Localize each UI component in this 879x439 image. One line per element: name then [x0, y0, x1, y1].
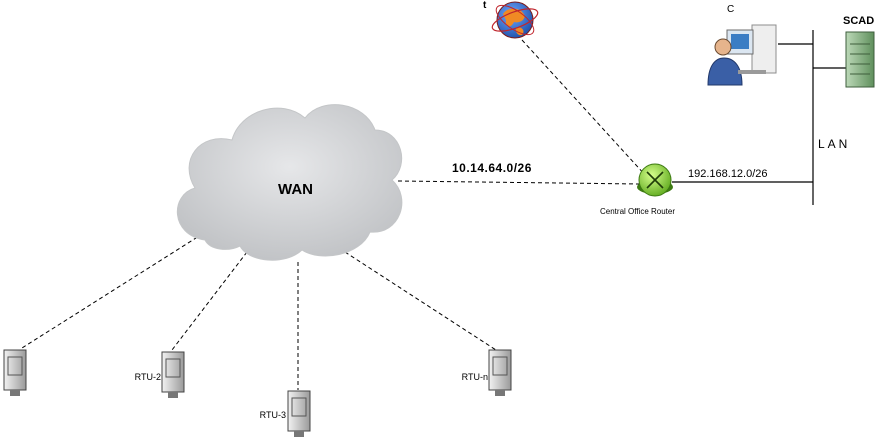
rtu-label: RTU-2 — [135, 372, 161, 382]
internet-globe: t — [483, 0, 539, 39]
rtu-n: RTU-n — [462, 349, 512, 396]
globe-ring — [491, 8, 539, 32]
link-rtu-2 — [171, 251, 248, 351]
link-internet-router — [521, 39, 647, 177]
rtu-2: RTU-2 — [135, 351, 185, 398]
rtu-label: RTU-n — [462, 372, 488, 382]
monitor-screen — [731, 34, 749, 49]
wan-subnet-label: 10.14.64.0/26 — [452, 161, 532, 175]
router-arrows-icon — [646, 171, 664, 189]
internet-label: t — [483, 0, 487, 11]
lan-label: LAN — [818, 137, 850, 151]
lan-subnet-label: 192.168.12.0/26 — [688, 168, 768, 180]
scada-label: SCAD — [843, 15, 874, 27]
link-rtu-1 — [21, 225, 216, 349]
globe-ring-2 — [495, 4, 535, 36]
rtu-label: RTU-3 — [260, 410, 286, 420]
lan-segment — [672, 30, 846, 205]
wan-label: WAN — [278, 181, 313, 198]
operator-head-icon — [714, 38, 732, 56]
scada-server: SCAD — [843, 15, 875, 88]
wan-cloud: WAN — [176, 104, 403, 261]
link-rtu-n — [344, 251, 497, 351]
operator-label: C — [727, 4, 734, 15]
rtu-links — [21, 39, 647, 390]
desk-icon — [738, 70, 766, 74]
rtu-icon — [3, 349, 27, 391]
operator-workstation: C — [707, 4, 777, 86]
workstation-tower — [751, 24, 777, 74]
rtu-icon — [161, 351, 185, 393]
server-icon — [845, 31, 875, 88]
globe-land — [503, 8, 525, 36]
router-caption: Central Office Router — [600, 207, 675, 216]
rtu-1 — [3, 349, 27, 396]
operator-body-icon — [707, 57, 743, 86]
rtu-icon — [488, 349, 512, 391]
link-wan-router — [397, 180, 641, 185]
central-router: Central Office Router — [600, 163, 675, 216]
cloud-shape — [176, 104, 403, 261]
rtu-3: RTU-3 — [260, 390, 311, 437]
rtu-icon — [287, 390, 311, 432]
